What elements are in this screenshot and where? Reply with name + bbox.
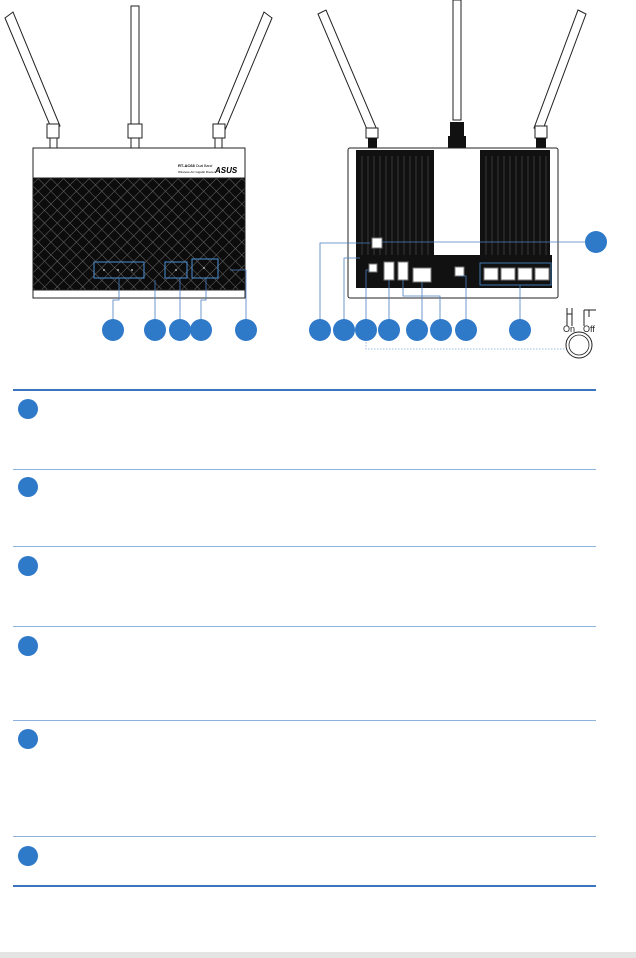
callout-front-5	[235, 319, 257, 341]
callout-rear-9	[585, 231, 607, 253]
callout-rear-7	[455, 319, 477, 341]
legend-callout-5	[18, 729, 38, 749]
switch-on-label: On	[563, 324, 575, 334]
legend-callout-6	[18, 846, 38, 866]
footer-bar	[0, 952, 636, 958]
front-model-text: RT-AC68	[178, 163, 195, 168]
router-illustration: RT-AC68 Dual Band Wireless-AC Gigabit Ro…	[4, 0, 607, 359]
callout-rear-3	[355, 319, 377, 341]
table-row-divider	[13, 469, 596, 470]
front-model-subtitle-2: Wireless-AC Gigabit Router	[178, 170, 215, 174]
callout-rear-5	[406, 319, 428, 341]
callout-rear-8	[509, 319, 531, 341]
power-switch-icon: On Off	[563, 308, 596, 334]
antenna-icon	[4, 11, 61, 149]
table-bottom-rule	[13, 885, 596, 887]
callout-rear-2	[333, 319, 355, 341]
front-brand-logo: ASUS	[214, 166, 238, 175]
switch-off-label: Off	[583, 324, 595, 334]
callout-front-4	[190, 319, 212, 341]
power-button-icon	[565, 331, 593, 359]
table-row-divider	[13, 836, 596, 837]
callout-front-3	[169, 319, 191, 341]
antenna-icon	[448, 0, 466, 156]
table-top-rule	[13, 389, 596, 391]
rear-brand-logo: ASUS	[447, 290, 465, 296]
callout-front-2	[144, 319, 166, 341]
callout-rear-4	[378, 319, 400, 341]
antenna-icon	[317, 9, 379, 148]
router-rear-icon: ASUS	[309, 0, 607, 350]
antenna-icon	[533, 9, 587, 148]
table-row-divider	[13, 626, 596, 627]
callout-rear-1	[309, 319, 331, 341]
legend-callout-4	[18, 636, 38, 656]
router-front-icon: RT-AC68 Dual Band Wireless-AC Gigabit Ro…	[4, 5, 273, 341]
legend-callout-3	[18, 556, 38, 576]
legend-callout-2	[18, 477, 38, 497]
legend-callout-1	[18, 399, 38, 419]
antenna-icon	[127, 5, 143, 149]
callout-front-1	[102, 319, 124, 341]
antenna-icon	[212, 11, 273, 149]
table-row-divider	[13, 720, 596, 721]
table-row-divider	[13, 546, 596, 547]
front-model-subtitle: Dual Band	[196, 164, 212, 168]
callout-rear-6	[430, 319, 452, 341]
